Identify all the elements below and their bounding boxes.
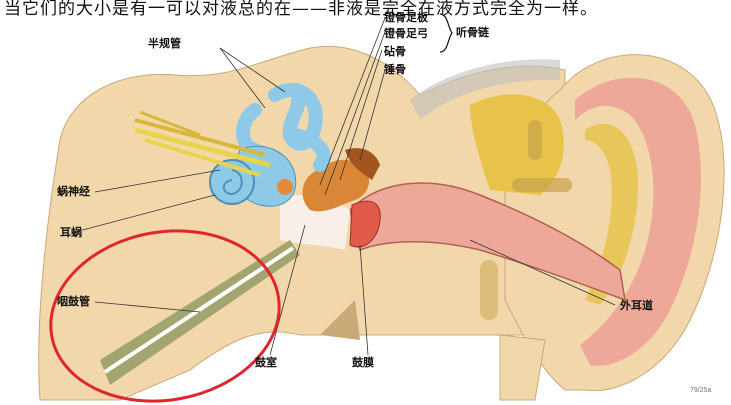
label-tympanic-cavity: 鼓室 [255,357,277,369]
label-semicircular-canals: 半规管 [148,38,181,50]
label-stapes-footplate: 镫骨足板 [384,12,428,24]
label-stapes-crus: 镫骨足弓 [384,28,428,40]
label-cochlea: 耳蜗 [60,227,82,239]
cartilage-blob-3 [480,260,498,320]
label-eardrum: 鼓膜 [352,357,374,369]
label-malleus: 锤骨 [384,64,406,76]
label-cochlear-nerve: 蜗神经 [57,186,90,198]
label-eustachian-tube: 咽鼓管 [57,296,90,308]
inner-ear-orange [277,179,293,195]
mastoid-tip [500,335,545,400]
watermark: 79/25a [690,387,712,394]
label-ear-canal: 外耳道 [620,300,653,312]
cartilage-blob-2 [528,120,542,160]
cartilage-blob [512,178,572,192]
ossicle-bracket [440,14,452,52]
label-ossicular-chain: 听骨链 [456,27,489,39]
label-incus: 砧骨 [384,46,406,58]
